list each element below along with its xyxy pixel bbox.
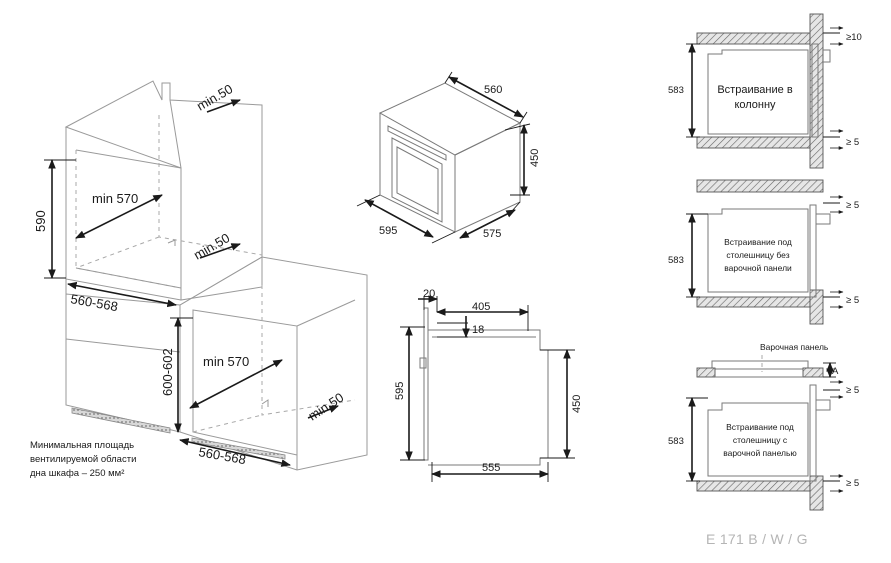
hob-install-bottom-gap-label: ≥ 5 — [846, 478, 859, 489]
install-column: 583 Встраивание в колонну ≥10 ≥ 5 — [668, 13, 862, 169]
column-label-line-2: колонну — [734, 99, 776, 111]
upper-height-label: 590 — [33, 210, 48, 232]
install-under-counter: 583 Встраивание под столешницу без вароч… — [668, 179, 859, 325]
oven-width-label: 595 — [379, 225, 397, 237]
lower-dimensions: 600-602 min 570 560-568 min.50 — [160, 317, 346, 467]
side-bottom-depth-label: 555 — [482, 462, 500, 474]
oven-iso: 595 575 560 450 — [356, 71, 541, 244]
column-top-gap-label: ≥10 — [846, 32, 862, 43]
lower-height-label: 600-602 — [160, 348, 175, 396]
model-label: E 171 B / W / G — [706, 531, 808, 547]
hob-install-height-label: 583 — [668, 436, 684, 447]
gap-top-arrow — [206, 99, 241, 113]
under-counter-label-line-3: варочной панели — [724, 263, 792, 273]
under-counter-bottom-gap-label: ≥ 5 — [846, 295, 859, 306]
oven-height-label: 450 — [529, 149, 541, 167]
hob-install-top-gap-label: ≥ 5 — [846, 385, 859, 396]
hob-install-label-line-2: столешницу с — [733, 435, 788, 445]
oven-depth-label: 560 — [484, 84, 502, 96]
side-cavity-height-label: 450 — [571, 395, 583, 413]
side-offset-label: 18 — [472, 324, 484, 336]
install-under-counter-hob: Варочная панель 583 Встраивание под стол… — [668, 342, 859, 511]
lower-depth-label: min 570 — [203, 354, 249, 369]
vent-note-line-2: вентилируемой области — [30, 454, 136, 465]
vent-note-line-1: Минимальная площадь — [30, 440, 134, 451]
under-counter-label-line-2: столешницу без — [726, 250, 789, 260]
hob-install-label-line-3: варочной панелью — [723, 448, 797, 458]
hob-label: Варочная панель — [760, 342, 829, 352]
side-panel-label: 20 — [423, 288, 435, 300]
hob-install-label-line-1: Встраивание под — [726, 422, 794, 432]
upper-gap-rear-label: min.50 — [191, 230, 232, 263]
ventilation-note: Минимальная площадь вентилируемой област… — [30, 440, 136, 479]
side-height-label: 595 — [394, 382, 406, 400]
oven-side-depth-label: 575 — [483, 228, 501, 240]
vent-note-line-3: дна шкафа – 250 мм² — [30, 468, 124, 479]
upper-width-label: 560-568 — [69, 291, 119, 314]
side-body-depth-label: 405 — [472, 301, 490, 313]
under-counter-label-line-1: Встраивание под — [724, 237, 792, 247]
under-counter-top-gap-label: ≥ 5 — [846, 200, 859, 211]
column-bottom-gap-label: ≥ 5 — [846, 137, 859, 148]
oven-side-view: 20 405 18 595 450 555 — [394, 288, 583, 482]
hob-gap-label: A — [832, 366, 839, 377]
column-height-label: 583 — [668, 85, 684, 96]
upper-depth-label: min 570 — [92, 191, 138, 206]
under-counter-height-label: 583 — [668, 255, 684, 266]
column-label-line-1: Встраивание в — [717, 84, 792, 96]
lower-gap-rear-label: min.50 — [305, 390, 346, 424]
